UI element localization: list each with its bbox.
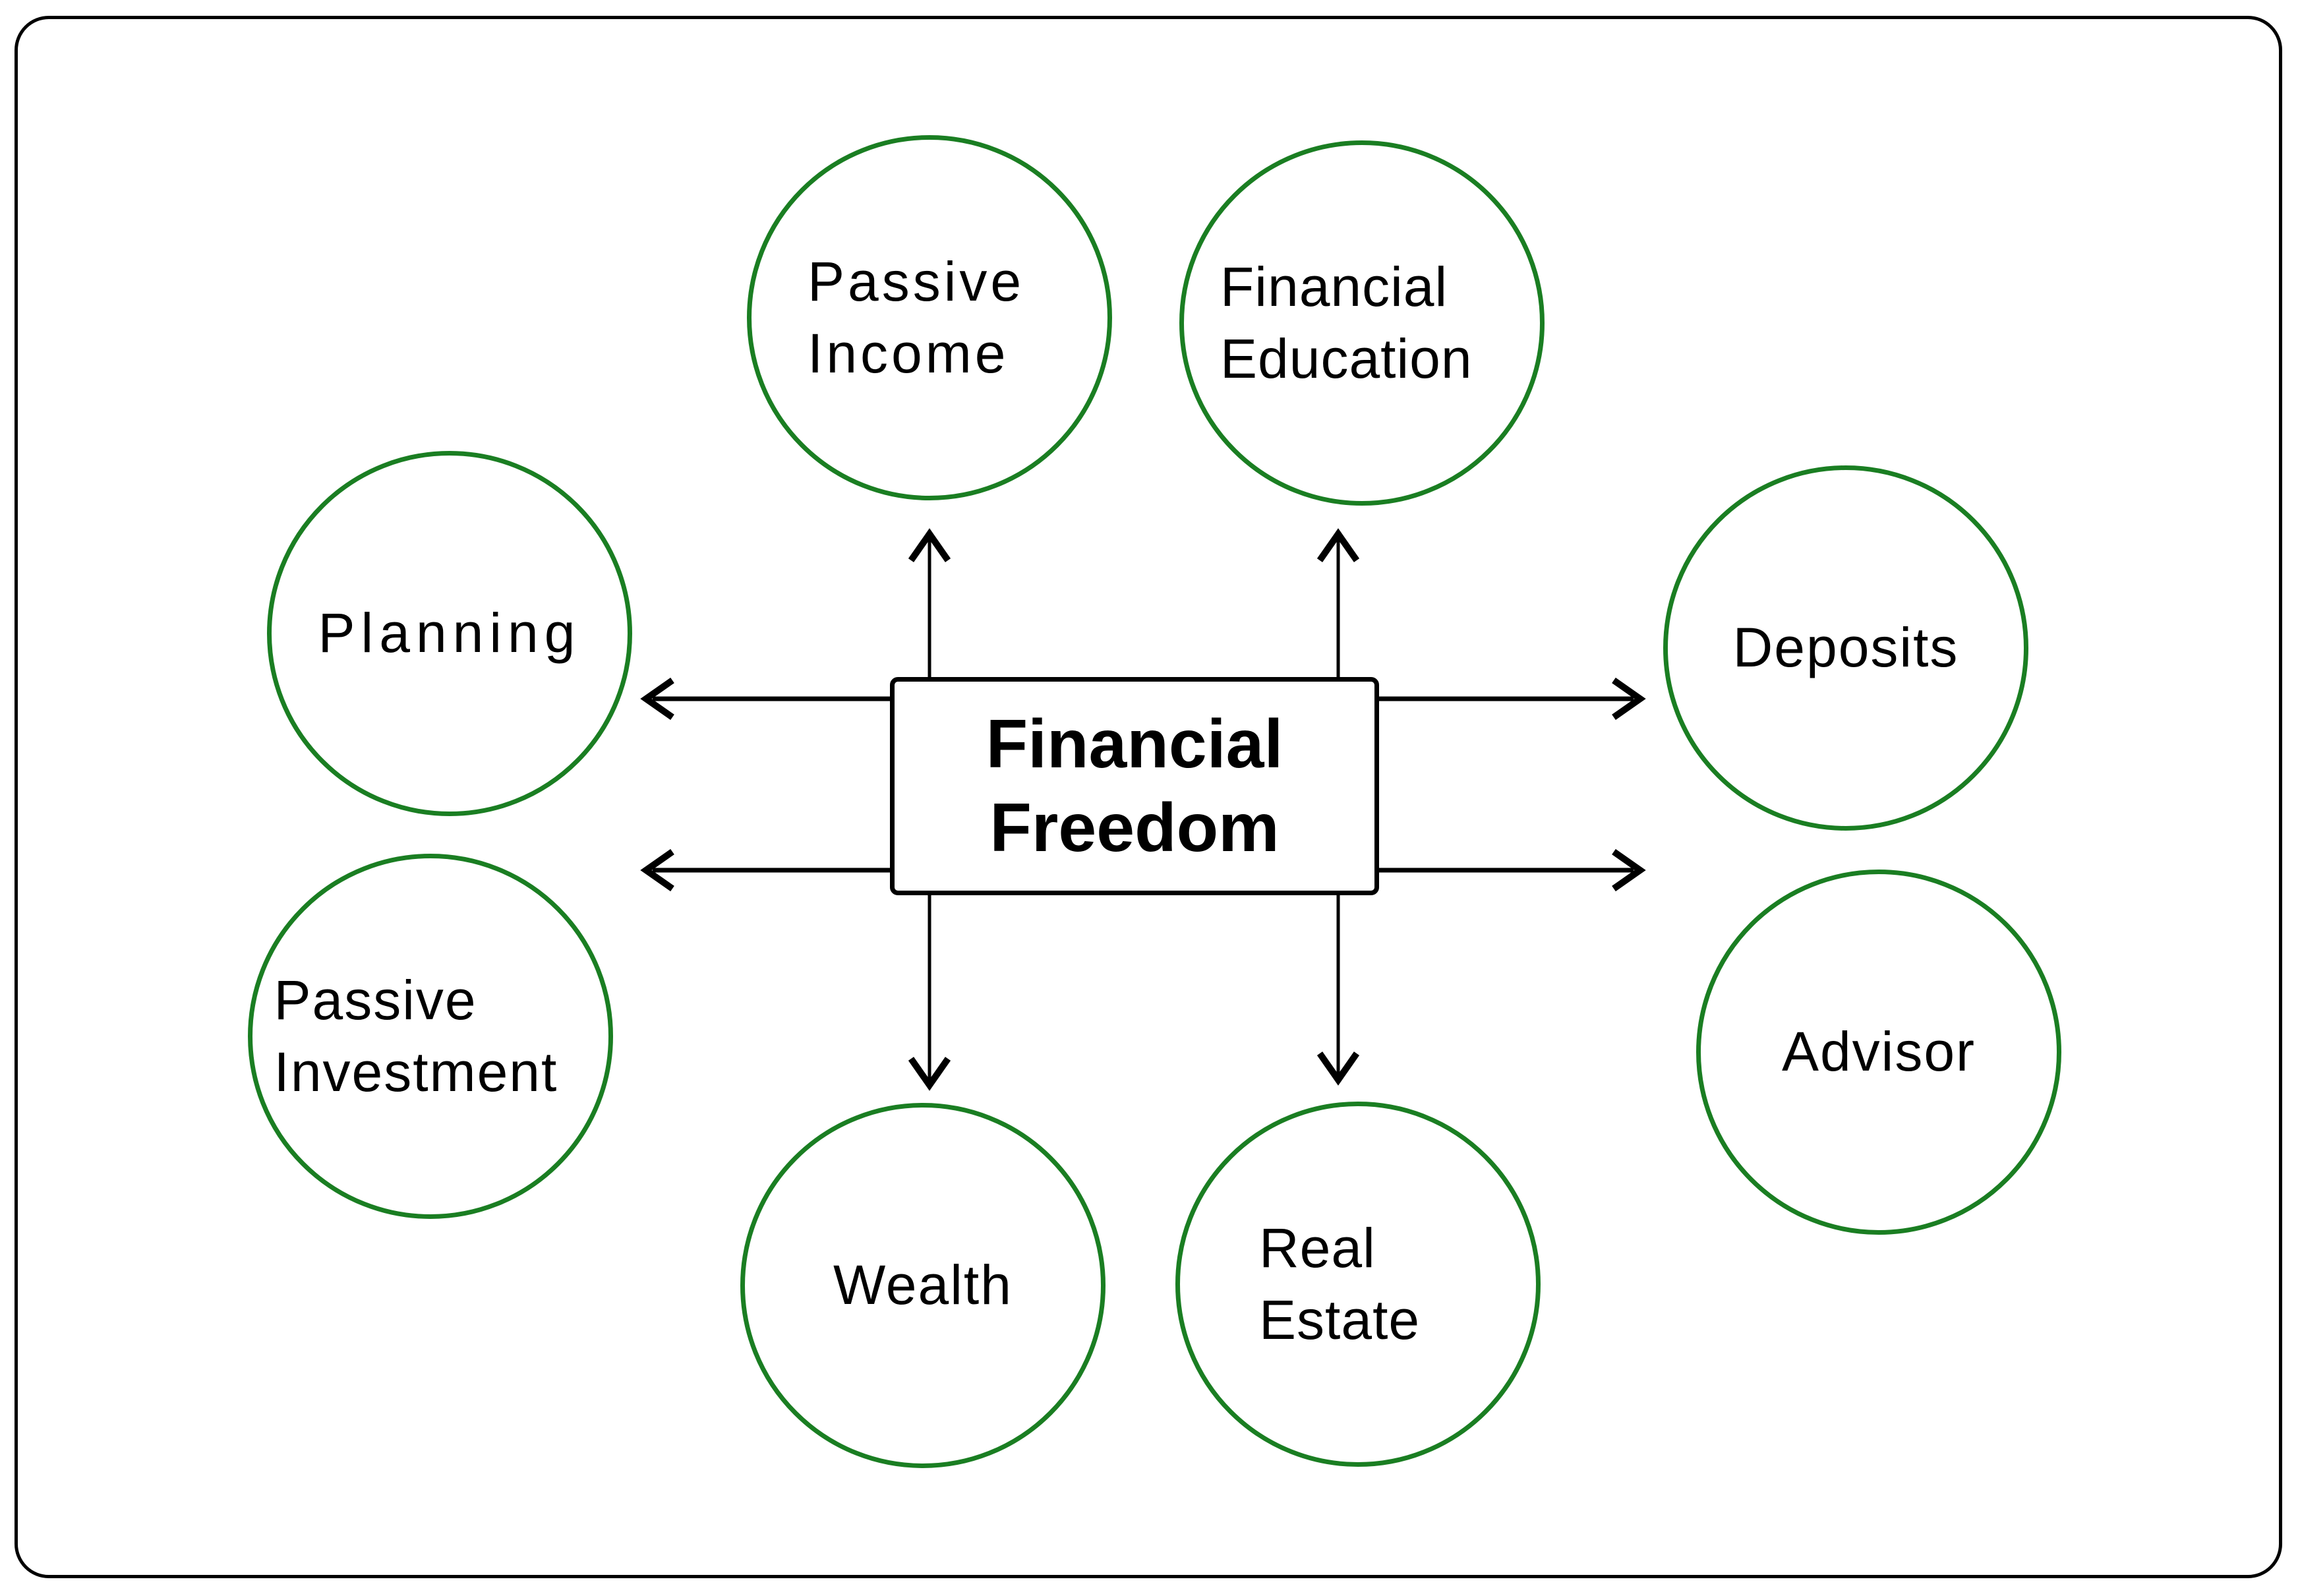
node-passive-income: Passive Income bbox=[747, 135, 1112, 500]
center-node-financial-freedom: Financial Freedom bbox=[890, 677, 1379, 895]
arrow-right-upper bbox=[1378, 677, 1646, 721]
arrow-down-left bbox=[908, 893, 951, 1091]
node-deposits-label: Deposits bbox=[1732, 616, 1959, 679]
arrow-right-lower bbox=[1378, 848, 1646, 892]
node-wealth: Wealth bbox=[740, 1103, 1106, 1468]
arrow-up-left bbox=[908, 528, 951, 679]
node-advisor-label: Advisor bbox=[1781, 1020, 1976, 1083]
node-passive-investment: Passive Investment bbox=[248, 854, 613, 1219]
node-deposits: Deposits bbox=[1663, 465, 2028, 831]
node-real-estate: Real Estate bbox=[1175, 1102, 1541, 1467]
node-passive-income-label: Passive Income bbox=[808, 250, 1025, 384]
arrow-left-lower bbox=[640, 848, 891, 892]
node-real-estate-label: Real Estate bbox=[1259, 1216, 1421, 1351]
center-node-label: Financial Freedom bbox=[986, 705, 1283, 866]
node-planning-label: Planning bbox=[318, 602, 581, 665]
arrow-left-upper bbox=[640, 677, 891, 721]
node-planning: Planning bbox=[267, 451, 632, 816]
node-passive-investment-label: Passive Investment bbox=[274, 968, 558, 1103]
node-financial-education-label: Financial Education bbox=[1220, 255, 1473, 390]
arrow-up-right bbox=[1316, 528, 1360, 679]
node-advisor: Advisor bbox=[1696, 870, 2061, 1235]
node-financial-education: Financial Education bbox=[1179, 140, 1545, 506]
arrow-down-right bbox=[1316, 893, 1360, 1086]
node-wealth-label: Wealth bbox=[833, 1254, 1013, 1316]
diagram-border-frame bbox=[15, 16, 2282, 1578]
